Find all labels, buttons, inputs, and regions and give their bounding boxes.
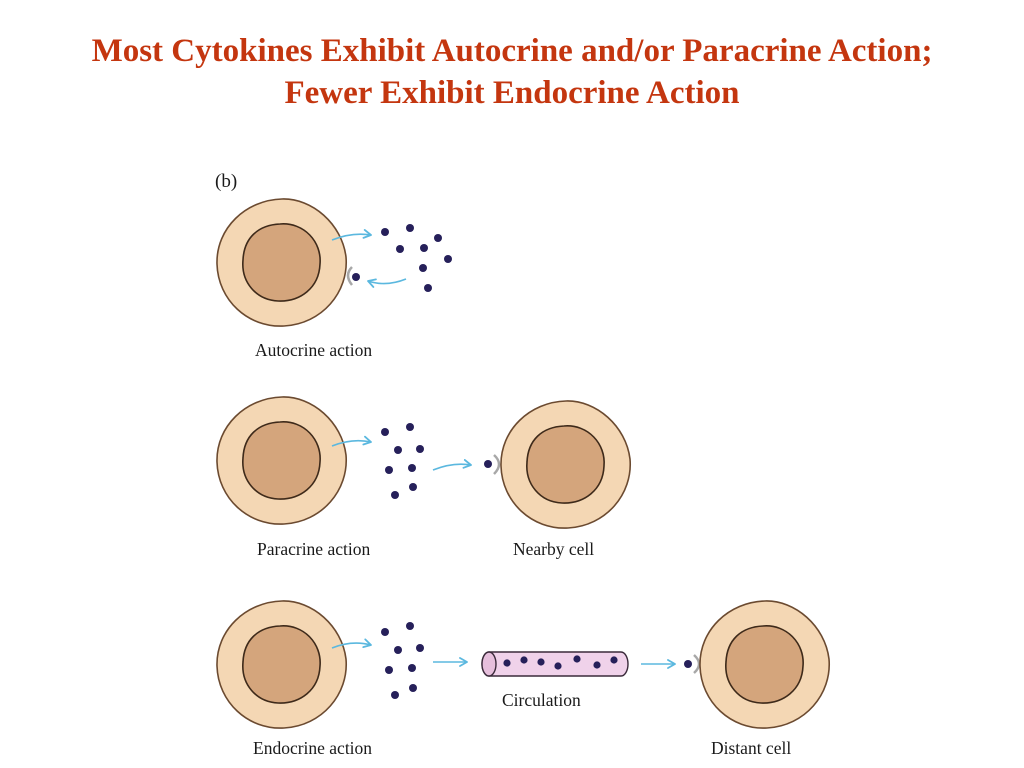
receptor-icon bbox=[346, 266, 354, 286]
row-autocrine: Autocrine action bbox=[216, 198, 452, 360]
nearby-cell bbox=[500, 400, 632, 529]
title-line-2: Fewer Exhibit Endocrine Action bbox=[284, 75, 740, 111]
secretion-arrow bbox=[331, 435, 372, 447]
secreting-cell-autocrine bbox=[216, 198, 348, 327]
secreting-cell-paracrine bbox=[216, 396, 348, 525]
secreting-cell-endocrine bbox=[216, 600, 348, 729]
title-line-1: Most Cytokines Exhibit Autocrine and/or … bbox=[91, 33, 933, 69]
caption-circulation: Circulation bbox=[502, 690, 581, 710]
diffusion-arrow bbox=[432, 459, 472, 471]
caption-endocrine: Endocrine action bbox=[253, 738, 372, 758]
distant-cell bbox=[699, 600, 831, 729]
slide-title: Most Cytokines Exhibit Autocrine and/or … bbox=[0, 30, 1024, 114]
caption-distant-cell: Distant cell bbox=[711, 738, 791, 758]
secretion-arrow bbox=[331, 638, 372, 649]
receptor-icon bbox=[493, 454, 501, 475]
cytokine-cluster bbox=[381, 622, 424, 699]
cytokine-bound bbox=[484, 460, 492, 468]
return-arrow bbox=[367, 278, 407, 288]
secretion-arrow bbox=[331, 229, 372, 241]
blood-vessel bbox=[481, 651, 629, 677]
cytokine-cluster bbox=[352, 224, 452, 292]
caption-nearby-cell: Nearby cell bbox=[513, 539, 594, 559]
row-paracrine: Paracrine action Nearby cell bbox=[216, 396, 632, 559]
row-endocrine: Circulation Endocrine action Distant cel… bbox=[216, 600, 831, 758]
cytokine-bound bbox=[684, 660, 692, 668]
receptor-icon bbox=[693, 654, 701, 674]
panel-label: (b) bbox=[215, 171, 237, 192]
cytokine-cluster bbox=[381, 423, 424, 499]
caption-autocrine: Autocrine action bbox=[255, 340, 372, 360]
caption-paracrine: Paracrine action bbox=[257, 539, 370, 559]
